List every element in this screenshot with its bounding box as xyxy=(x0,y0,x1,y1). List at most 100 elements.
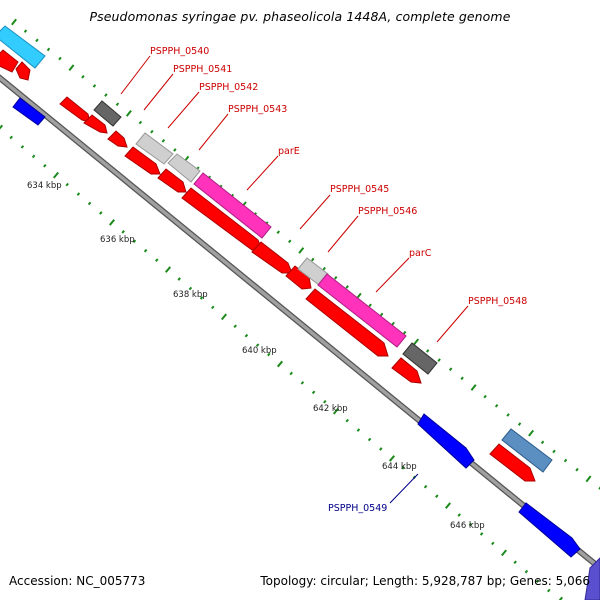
minor-tick xyxy=(161,138,166,143)
gene-feature[interactable] xyxy=(12,97,46,126)
gene-feature[interactable] xyxy=(193,172,272,239)
gene-label[interactable]: parC xyxy=(409,248,432,259)
gene-feature[interactable] xyxy=(402,342,438,375)
gene-feature[interactable] xyxy=(518,502,581,558)
kbp-tick-label: 646 kbp xyxy=(450,521,485,531)
minor-tick xyxy=(524,569,529,574)
minor-tick xyxy=(233,324,237,329)
gene-feature[interactable] xyxy=(0,49,19,73)
minor-tick xyxy=(104,93,108,97)
label-leader-line xyxy=(198,113,229,151)
gene-label[interactable]: PSPPH_0542 xyxy=(199,82,258,93)
gene-feature[interactable] xyxy=(305,288,389,357)
minor-tick xyxy=(334,276,338,280)
major-tick xyxy=(528,429,535,437)
minor-tick xyxy=(345,285,349,289)
gene-label[interactable]: PSPPH_0540 xyxy=(150,46,209,57)
gene-label[interactable]: PSPPH_0548 xyxy=(468,296,527,307)
gene-label[interactable]: PSPPH_0545 xyxy=(330,184,389,195)
gene-label[interactable]: PSPPH_0549 xyxy=(328,503,387,514)
major-tick xyxy=(11,18,17,26)
minor-tick xyxy=(43,163,47,168)
gene-feature[interactable] xyxy=(59,96,91,123)
minor-tick xyxy=(356,428,361,432)
minor-tick xyxy=(311,257,315,262)
gene-label[interactable]: PSPPH_0543 xyxy=(228,104,287,115)
minor-tick xyxy=(155,258,159,262)
kbp-tick-label: 634 kbp xyxy=(27,181,62,191)
minor-tick xyxy=(132,239,137,244)
minor-tick xyxy=(173,148,177,152)
minor-tick xyxy=(423,484,428,489)
major-tick xyxy=(220,313,228,321)
minor-tick xyxy=(20,145,25,149)
gene-feature[interactable] xyxy=(124,146,161,175)
gene-label[interactable]: PSPPH_0546 xyxy=(358,206,417,217)
minor-tick xyxy=(379,447,383,451)
kbp-tick-label: 640 kbp xyxy=(242,346,277,356)
minor-tick xyxy=(379,312,384,317)
gene-features xyxy=(0,25,600,601)
minor-tick xyxy=(58,56,62,61)
minor-tick xyxy=(391,321,395,326)
major-tick xyxy=(68,64,75,72)
minor-tick xyxy=(506,413,510,417)
gene-feature[interactable] xyxy=(285,265,312,290)
major-tick xyxy=(276,360,284,368)
minor-tick xyxy=(188,286,193,291)
gene-feature[interactable] xyxy=(317,273,407,348)
gene-feature[interactable] xyxy=(167,153,201,183)
minor-tick xyxy=(448,367,453,372)
gene-feature[interactable] xyxy=(584,557,600,601)
gene-feature[interactable] xyxy=(297,257,329,286)
minor-tick xyxy=(211,305,215,310)
minor-tick xyxy=(199,296,204,300)
minor-tick xyxy=(276,230,280,234)
gene-feature[interactable] xyxy=(83,114,108,134)
tick-dot-rows xyxy=(0,18,600,604)
minor-tick xyxy=(46,47,51,52)
accession-label: Accession: NC_005773 xyxy=(9,574,146,588)
minor-tick xyxy=(460,376,464,381)
minor-tick xyxy=(76,192,81,196)
minor-tick xyxy=(401,466,405,470)
kbp-tick-label: 636 kbp xyxy=(100,235,135,245)
gene-feature[interactable] xyxy=(489,443,536,482)
gene-feature[interactable] xyxy=(417,413,475,469)
minor-tick xyxy=(552,449,556,454)
gene-feature[interactable] xyxy=(501,428,553,473)
minor-tick xyxy=(457,513,461,517)
gene-label[interactable]: parE xyxy=(278,146,300,157)
minor-tick xyxy=(289,371,293,376)
gene-feature[interactable] xyxy=(135,132,174,165)
gene-feature[interactable] xyxy=(157,168,187,193)
minor-tick xyxy=(31,154,36,159)
minor-tick xyxy=(65,182,69,187)
minor-tick xyxy=(255,343,260,347)
minor-tick xyxy=(87,201,92,206)
major-tick xyxy=(108,219,116,226)
minor-tick xyxy=(121,230,125,234)
minor-tick xyxy=(598,486,600,490)
minor-tick xyxy=(540,440,545,445)
major-tick xyxy=(388,455,396,462)
major-tick xyxy=(52,171,60,179)
gene-feature[interactable] xyxy=(0,25,46,69)
gene-feature[interactable] xyxy=(107,130,128,148)
major-tick xyxy=(470,384,477,391)
kbp-tick-label: 642 kbp xyxy=(313,404,348,414)
gene-feature[interactable] xyxy=(391,357,422,384)
minor-tick xyxy=(288,239,292,244)
gene-feature[interactable] xyxy=(93,100,122,127)
gene-feature[interactable] xyxy=(251,241,293,274)
gene-label[interactable]: PSPPH_0541 xyxy=(173,64,232,75)
minor-tick xyxy=(177,277,181,281)
label-leader-line xyxy=(375,257,410,293)
minor-tick xyxy=(267,352,271,357)
minor-tick xyxy=(491,541,495,546)
gene-feature[interactable] xyxy=(15,61,31,81)
minor-tick xyxy=(345,418,349,423)
minor-tick xyxy=(494,403,499,408)
minor-tick xyxy=(143,248,148,253)
